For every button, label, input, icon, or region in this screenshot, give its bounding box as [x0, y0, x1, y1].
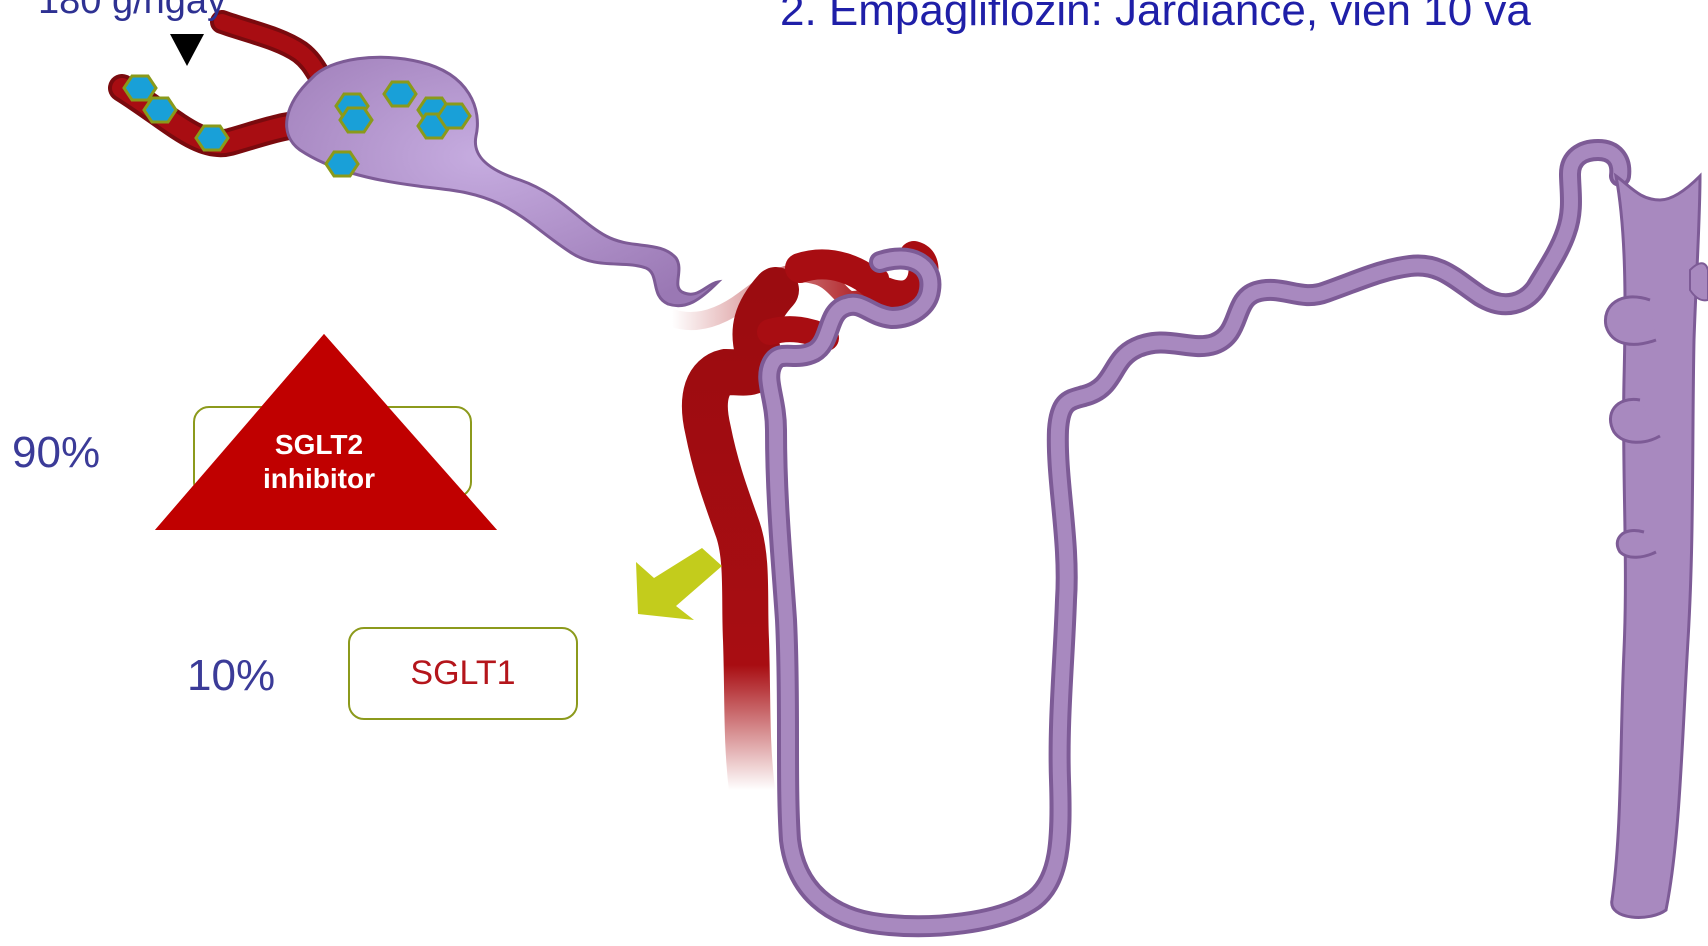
marker-triangle — [170, 34, 204, 66]
reabsorption-arrow — [636, 548, 722, 620]
sglt2-inhibitor-label: SGLT2 inhibitor — [206, 428, 432, 496]
glucose-molecule — [196, 126, 228, 150]
glucose-molecule — [438, 104, 470, 128]
filtered-glucose-label: 180 g/ngày — [38, 0, 226, 23]
collecting-duct — [1605, 176, 1708, 917]
slide-heading: 2. Empagliflozin: Jardiance, viên 10 và — [780, 0, 1531, 36]
glucose-molecule — [144, 98, 176, 122]
loop-of-henle — [769, 150, 1620, 926]
sglt2-inhibitor-line1: SGLT2 — [206, 428, 432, 462]
sglt1-percent: 10% — [187, 651, 275, 701]
glucose-molecule — [326, 152, 358, 176]
glucose-molecule — [384, 82, 416, 106]
sglt2-inhibitor-line2: inhibitor — [206, 462, 432, 496]
glucose-molecule — [340, 108, 372, 132]
sglt1-label: SGLT1 — [348, 627, 578, 720]
sglt2-percent: 90% — [12, 428, 100, 478]
glucose-molecule — [124, 76, 156, 100]
